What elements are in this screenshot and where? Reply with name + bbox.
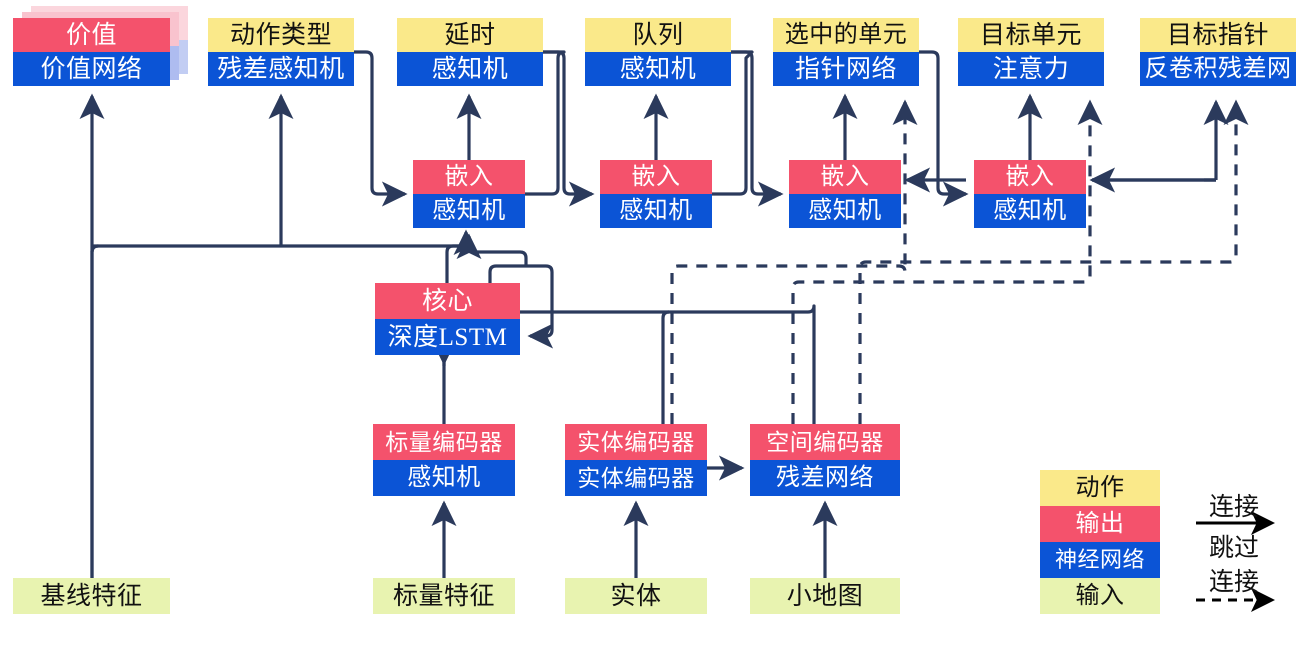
node-scalar-encoder-bottom-label: 感知机 [373, 460, 515, 496]
node-embed-selected-bottom-label: 感知机 [789, 194, 901, 228]
node-embed-delay-top-label: 嵌入 [413, 160, 525, 194]
node-scalar-features[interactable]: 标量特征 [373, 578, 515, 614]
node-embed-queued-top-label: 嵌入 [600, 160, 712, 194]
node-baseline-features-label: 基线特征 [13, 578, 170, 614]
node-entity-encoder-bottom-label: 实体编码器 [565, 460, 707, 496]
node-embed-target[interactable]: 嵌入 感知机 [974, 160, 1086, 228]
node-embed-delay-bottom-label: 感知机 [413, 194, 525, 228]
legend-label-output: 输出 [1040, 506, 1160, 542]
legend-label-action: 动作 [1040, 470, 1160, 506]
node-scalar-encoder-top-label: 标量编码器 [373, 424, 515, 460]
node-entity-encoder[interactable]: 实体编码器 实体编码器 [565, 424, 707, 496]
node-core[interactable]: 核心 深度LSTM [375, 283, 520, 355]
node-minimap-label: 小地图 [750, 578, 900, 614]
node-spatial-encoder-bottom-label: 残差网络 [750, 460, 900, 496]
node-action-type[interactable]: 动作类型 残差感知机 [208, 18, 354, 86]
node-selected-units-bottom-label: 指针网络 [773, 52, 919, 86]
node-embed-delay[interactable]: 嵌入 感知机 [413, 160, 525, 228]
node-target-point-top-label: 目标指针 [1140, 18, 1296, 52]
node-queued-top-label: 队列 [585, 18, 731, 52]
node-action-type-bottom-label: 残差感知机 [208, 52, 354, 86]
node-scalar-encoder[interactable]: 标量编码器 感知机 [373, 424, 515, 496]
node-delay-bottom-label: 感知机 [397, 52, 543, 86]
node-queued-bottom-label: 感知机 [585, 52, 731, 86]
node-core-top-label: 核心 [375, 283, 520, 319]
node-value-top-label: 价值 [13, 18, 170, 52]
node-entities-label: 实体 [565, 578, 707, 614]
node-core-bottom-label: 深度LSTM [375, 319, 520, 355]
node-value-bottom-label: 价值网络 [13, 52, 170, 86]
node-entity-encoder-top-label: 实体编码器 [565, 424, 707, 460]
node-embed-target-top-label: 嵌入 [974, 160, 1086, 194]
node-baseline-features[interactable]: 基线特征 [13, 578, 170, 614]
node-target-unit-top-label: 目标单元 [958, 18, 1104, 52]
node-embed-queued[interactable]: 嵌入 感知机 [600, 160, 712, 228]
node-queued[interactable]: 队列 感知机 [585, 18, 731, 86]
legend-connection-label: 连接 [1208, 494, 1259, 521]
legend-label-input: 输入 [1040, 578, 1160, 614]
node-selected-units[interactable]: 选中的单元 指针网络 [773, 18, 919, 86]
node-spatial-encoder[interactable]: 空间编码器 残差网络 [750, 424, 900, 496]
node-embed-selected[interactable]: 嵌入 感知机 [789, 160, 901, 228]
node-target-unit-bottom-label: 注意力 [958, 52, 1104, 86]
node-delay-top-label: 延时 [397, 18, 543, 52]
node-minimap[interactable]: 小地图 [750, 578, 900, 614]
node-spatial-encoder-top-label: 空间编码器 [750, 424, 900, 460]
legend-label-network: 神经网络 [1040, 542, 1160, 578]
node-target-unit[interactable]: 目标单元 注意力 [958, 18, 1104, 86]
node-action-type-top-label: 动作类型 [208, 18, 354, 52]
node-selected-units-top-label: 选中的单元 [773, 18, 919, 52]
legend-skip-label-line1: 跳过 [1208, 535, 1259, 562]
node-embed-selected-top-label: 嵌入 [789, 160, 901, 194]
node-value[interactable]: 价值 价值网络 [13, 18, 170, 86]
node-entities[interactable]: 实体 [565, 578, 707, 614]
legend-swatches: 动作 输出 神经网络 输入 [1040, 470, 1160, 614]
node-embed-queued-bottom-label: 感知机 [600, 194, 712, 228]
node-delay[interactable]: 延时 感知机 [397, 18, 543, 86]
node-target-point[interactable]: 目标指针 反卷积残差网 [1140, 18, 1296, 86]
legend-skip-label-line2: 连接 [1208, 569, 1259, 596]
node-scalar-features-label: 标量特征 [373, 578, 515, 614]
node-target-point-bottom-label: 反卷积残差网 [1140, 52, 1296, 86]
node-embed-target-bottom-label: 感知机 [974, 194, 1086, 228]
